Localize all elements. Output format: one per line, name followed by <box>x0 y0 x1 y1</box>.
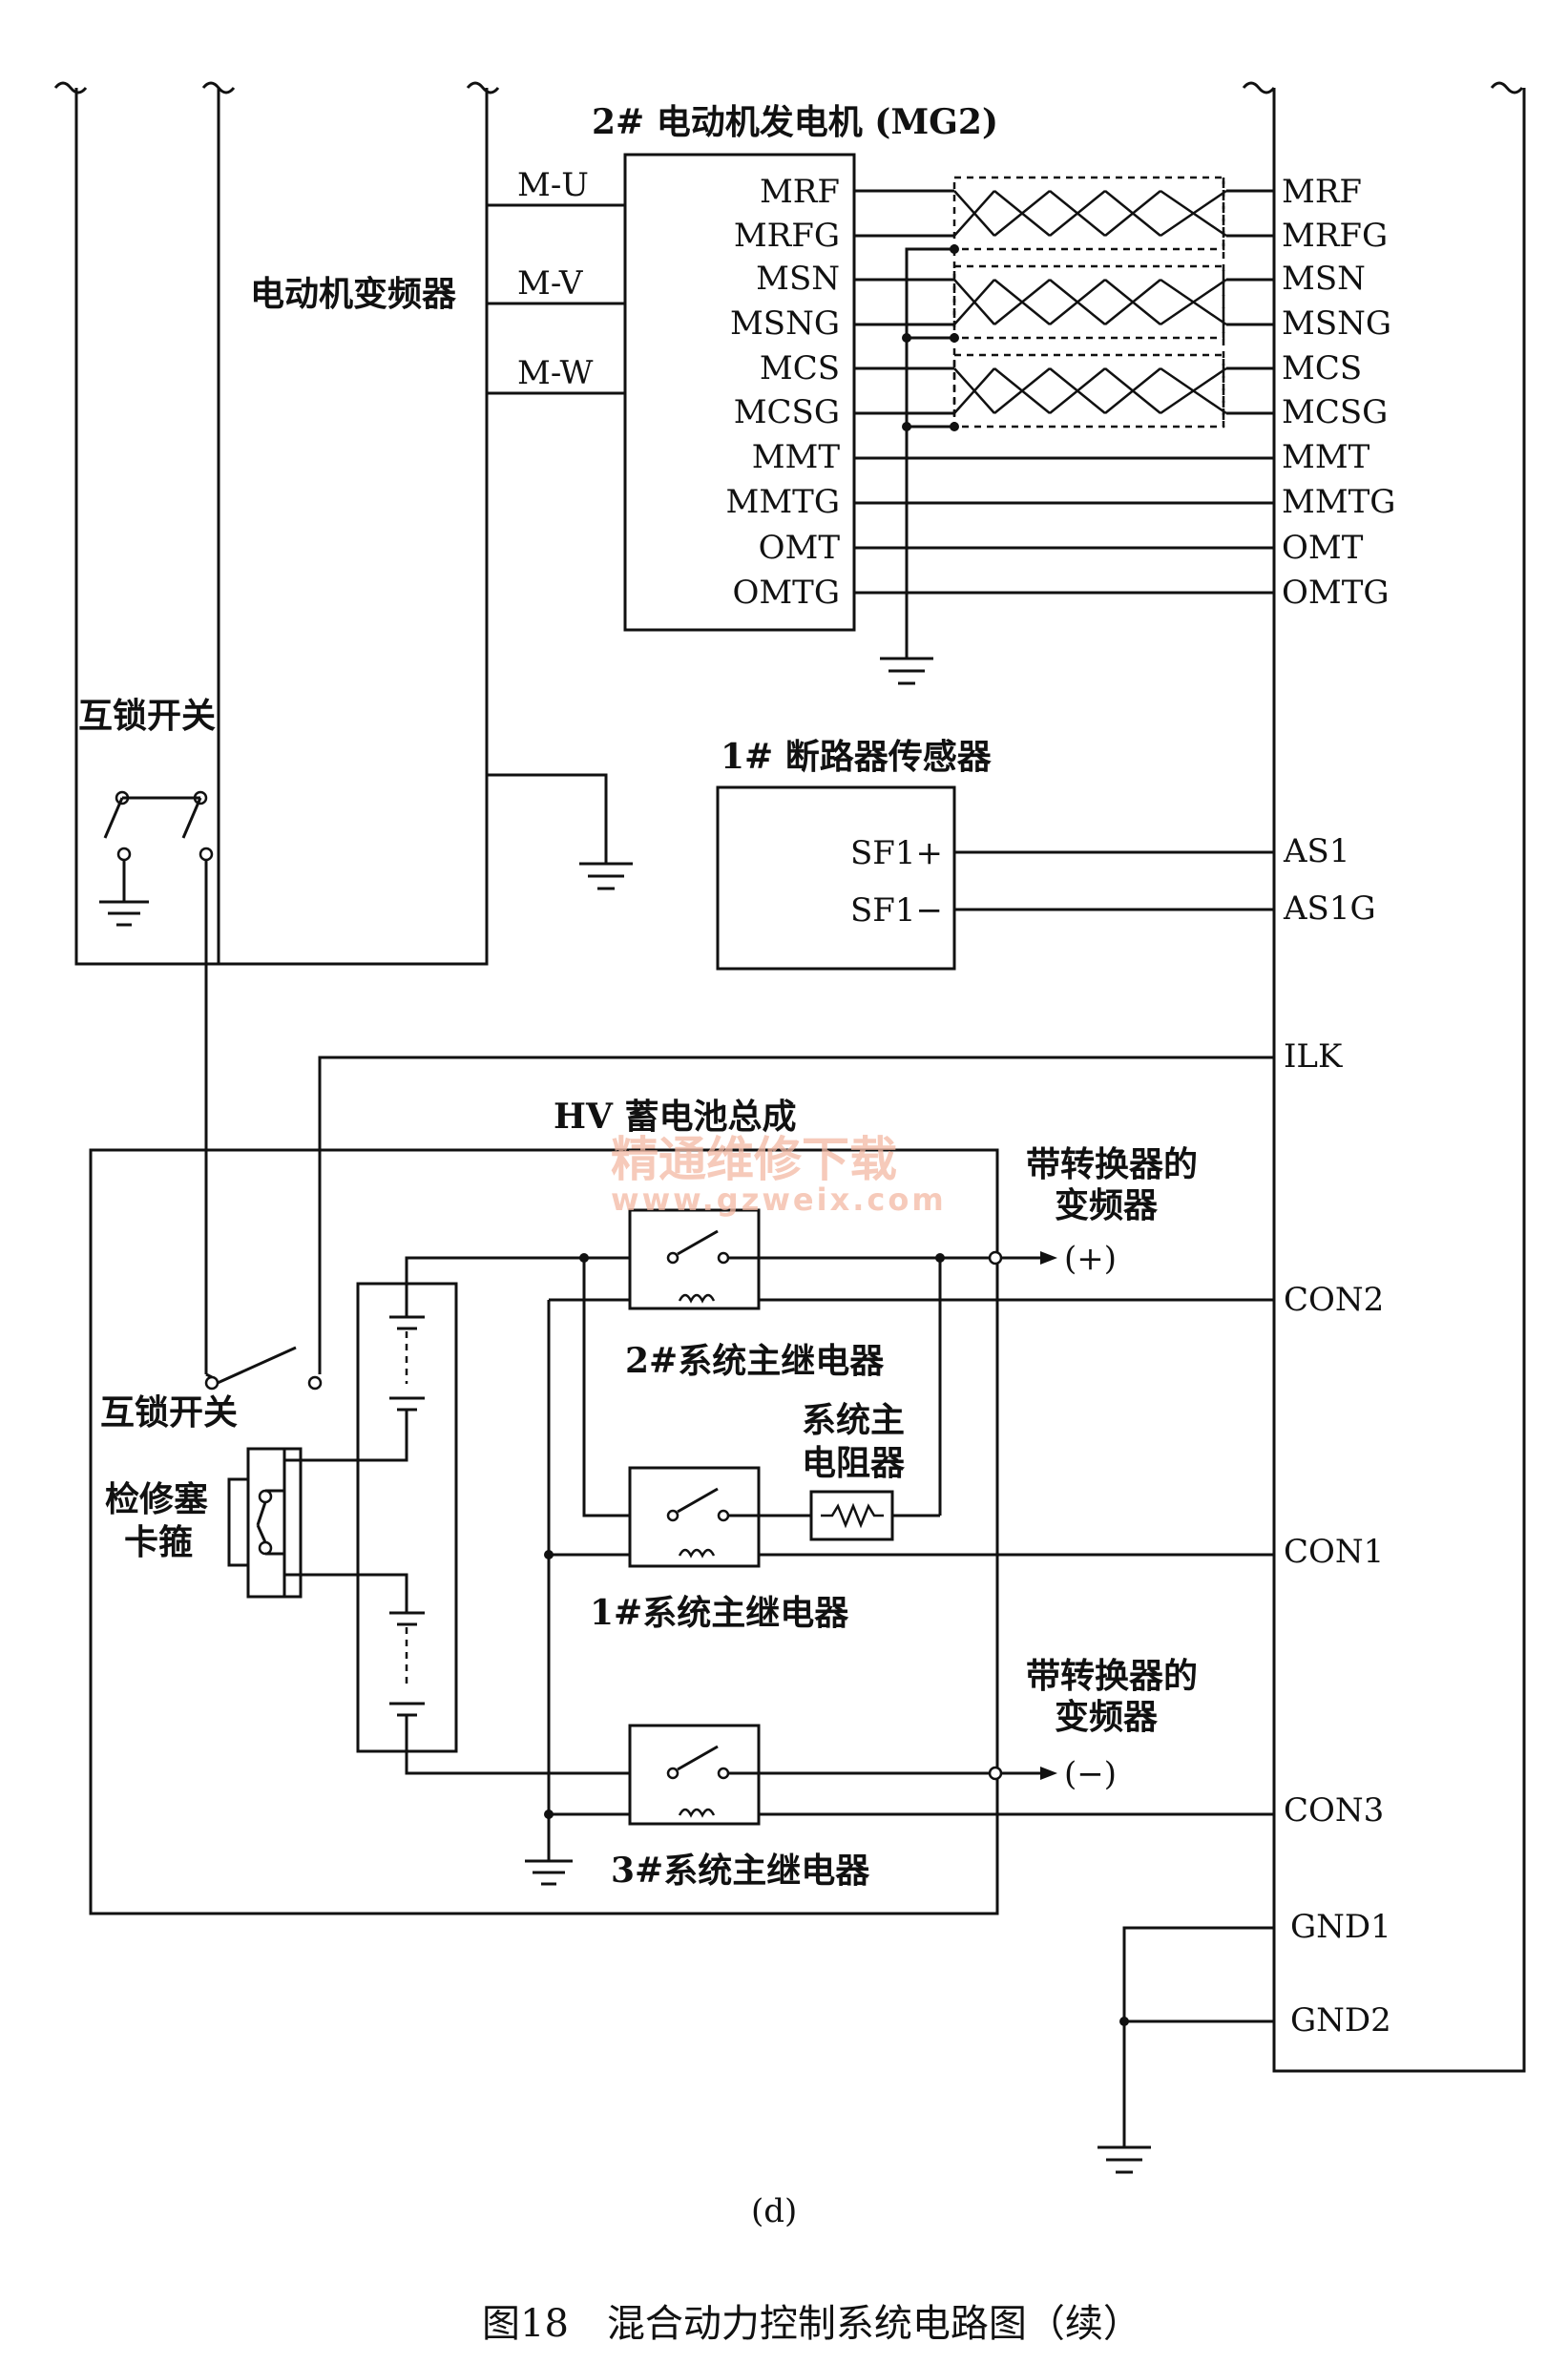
mg2-pin-label: MRF <box>760 173 840 211</box>
ecu-pin-label: OMTG <box>1282 574 1390 612</box>
watermark-text: 精通维修下载 <box>611 1132 897 1187</box>
output-pos-sign: (+) <box>1064 1240 1117 1278</box>
ecu-pin-label: MRFG <box>1282 217 1388 255</box>
motor-inverter-block <box>74 88 633 966</box>
smr3-label: 3#系统主继电器 <box>611 1851 870 1891</box>
inverter-title: 电动机变频器 <box>250 274 457 314</box>
breaker-pin-pos: SF1+ <box>850 834 943 872</box>
ecu-block <box>1272 88 1526 2073</box>
service-plug <box>227 1447 303 1599</box>
subfigure-label: (d) <box>751 2192 797 2230</box>
mg2-title: 2# 电动机发电机 (MG2) <box>592 102 998 142</box>
ecu-pin-labels: MRF MRFG MSN MSNG MCS MCSG MMT MMTG OMT … <box>1282 173 1395 2040</box>
output-neg-label-line1: 带转换器的 <box>1026 1656 1198 1696</box>
mg2-pin-label: MMT <box>752 438 841 476</box>
ecu-pin-label: MCSG <box>1282 393 1388 431</box>
output-pos-label-line2: 变频器 <box>1055 1185 1159 1225</box>
mg2-pin-label: MCS <box>760 349 840 387</box>
mg2-pin-label: OMTG <box>732 574 840 612</box>
resistor-label-line1: 系统主 <box>802 1400 905 1440</box>
ecu-pin-con2: CON2 <box>1284 1281 1384 1319</box>
mg2-pin-label: MMTG <box>726 483 840 521</box>
mg2-block <box>623 153 856 632</box>
inverter-interlock-label: 互锁开关 <box>78 696 216 736</box>
ecu-ground <box>1098 1926 1274 2174</box>
ecu-pin-label: MMT <box>1282 438 1370 476</box>
figure-caption: 图18 混合动力控制系统电路图（续） <box>482 2302 1141 2346</box>
smr2-label: 2#系统主继电器 <box>625 1341 885 1381</box>
resistor-label-line2: 电阻器 <box>802 1443 906 1483</box>
output-pos-label-line1: 带转换器的 <box>1026 1144 1198 1184</box>
plug-label-line2: 卡箍 <box>124 1522 193 1562</box>
inverter-interlock-switch <box>99 790 214 1374</box>
ilk-wire <box>318 1056 1274 1374</box>
ecu-pin-label: MCS <box>1282 349 1362 387</box>
ecu-pin-label: MSN <box>1282 260 1366 298</box>
phase-label-v: M-V <box>517 264 584 303</box>
breaker-pin-neg: SF1− <box>850 891 943 930</box>
relay-coil-ground <box>525 1298 630 1886</box>
smr3-relay <box>628 1724 1274 1826</box>
battery-stack <box>284 1282 458 1753</box>
output-neg-sign: (−) <box>1064 1755 1117 1793</box>
battery-interlock-switch <box>204 1346 323 1391</box>
smr2-relay <box>628 1208 1274 1310</box>
smr1-label: 1#系统主继电器 <box>590 1593 849 1633</box>
mg2-signal-wires <box>854 176 1274 685</box>
ecu-pin-label: MRF <box>1282 173 1362 211</box>
battery-interlock-label: 互锁开关 <box>100 1392 238 1433</box>
ecu-pin-ilk: ILK <box>1284 1037 1343 1076</box>
mg2-pin-label: MCSG <box>734 393 840 431</box>
battery-title: HV 蓄电池总成 <box>554 1097 796 1137</box>
ecu-pin-con3: CON3 <box>1284 1791 1384 1830</box>
phase-label-w: M-W <box>517 354 593 392</box>
mg2-pin-labels: MRF MRFG MSN MSNG MCS MCSG MMT MMTG OMT … <box>726 173 841 612</box>
ecu-pin-label: MMTG <box>1282 483 1395 521</box>
ecu-pin-as1: AS1 <box>1283 832 1349 870</box>
smr1-relay <box>628 1466 1274 1568</box>
ecu-pin-label: OMT <box>1282 529 1364 567</box>
hv-battery-block <box>89 1148 999 1915</box>
ecu-pin-gnd1: GND1 <box>1290 1908 1391 1946</box>
ecu-pin-con1: CON1 <box>1284 1533 1384 1571</box>
ecu-pin-gnd2: GND2 <box>1290 2001 1391 2040</box>
mg2-pin-label: MSNG <box>730 304 840 343</box>
system-main-resistor <box>809 1490 894 1541</box>
negative-bus <box>405 1751 1057 1781</box>
plug-label-line1: 检修塞 <box>105 1479 208 1519</box>
breaker-sensor-title: 1# 断路器传感器 <box>721 737 993 777</box>
ecu-pin-label: MSNG <box>1282 304 1391 343</box>
mg2-pin-label: OMT <box>759 529 841 567</box>
phase-label-u: M-U <box>517 166 589 204</box>
watermark-url: www.gzweix.com <box>611 1182 947 1218</box>
positive-bus <box>405 1250 1057 1517</box>
mg2-pin-label: MRFG <box>734 217 840 255</box>
output-neg-label-line2: 变频器 <box>1055 1697 1159 1737</box>
breaker-sensor-block <box>716 785 1274 971</box>
mg2-pin-label: MSN <box>756 260 840 298</box>
ecu-pin-as1g: AS1G <box>1283 889 1376 928</box>
break-marks <box>53 81 1524 94</box>
